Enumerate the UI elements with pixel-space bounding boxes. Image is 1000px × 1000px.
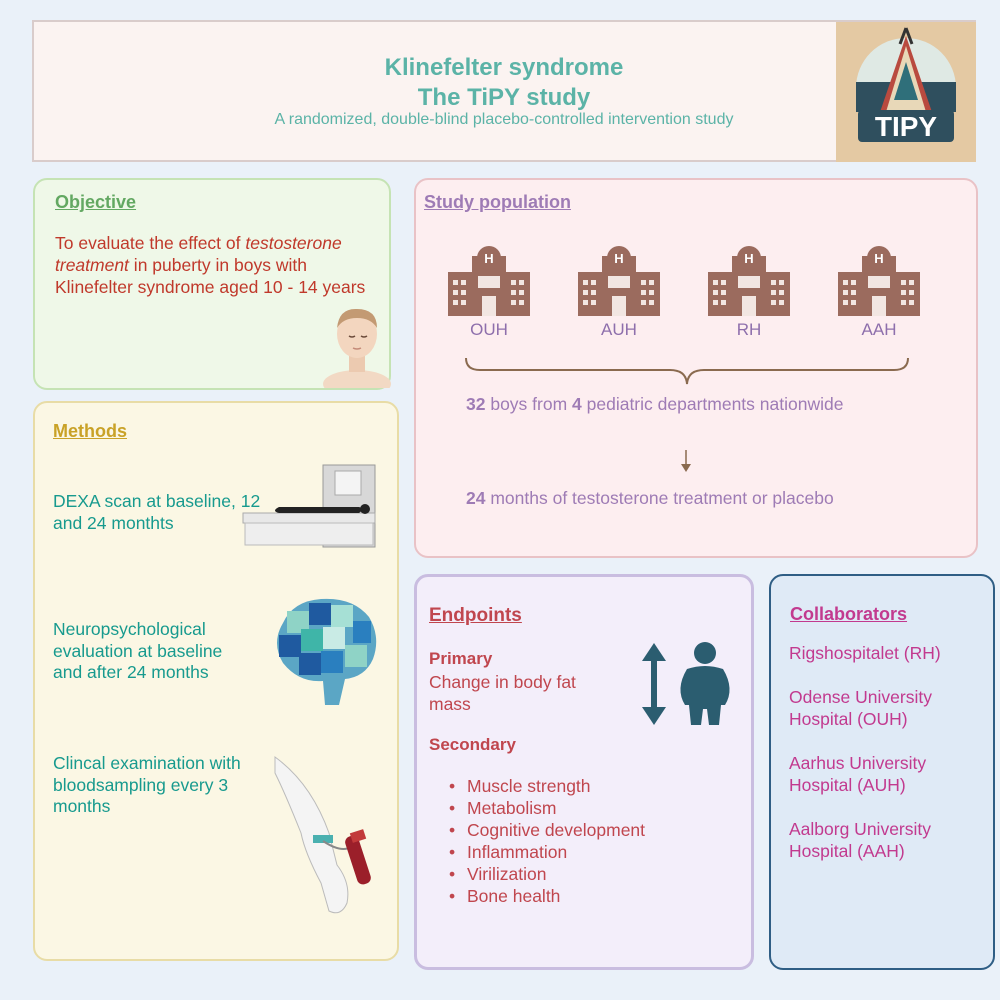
objective-panel: Objective To evaluate the effect of test… xyxy=(33,178,391,390)
secondary-list: Muscle strength Metabolism Cognitive dev… xyxy=(449,775,645,907)
boy-face-icon xyxy=(323,308,391,388)
collaborator-item: Rigshospitalet (RH) xyxy=(789,643,941,663)
study-population-panel: Study population H H H H OUH AUH RH AAH … xyxy=(414,178,978,558)
list-item: Bone health xyxy=(449,885,645,907)
objective-text: To evaluate the effect of testosterone t… xyxy=(55,232,375,298)
months-text: months of testosterone treatment or plac… xyxy=(485,488,834,508)
hospital-icon: H xyxy=(448,246,530,316)
svg-text:H: H xyxy=(744,251,753,266)
list-item: Metabolism xyxy=(449,797,645,819)
methods-panel: Methods DEXA scan at baseline, 12 and 24… xyxy=(33,401,399,961)
population-heading: Study population xyxy=(424,192,571,212)
method-item-dexa: DEXA scan at baseline, 12 and 24 monthts xyxy=(53,491,261,533)
boys-count: 32 xyxy=(466,394,486,414)
endpoints-heading: Endpoints xyxy=(429,605,522,626)
objective-text-part1: To evaluate the effect of xyxy=(55,233,246,253)
hospital-icon: H xyxy=(838,246,920,316)
department-text: pediatric departments nationwide xyxy=(581,394,844,414)
hospital-label: OUH xyxy=(470,320,508,339)
collaborators-panel: Collaborators Rigshospitalet (RH) Odense… xyxy=(769,574,995,970)
list-item: Cognitive development xyxy=(449,819,645,841)
treatment-duration: 24 months of testosterone treatment or p… xyxy=(466,488,834,509)
objective-text-part2: in puberty in boys with Klinefelter synd… xyxy=(55,255,366,297)
method-item-clinical: Clincal examination with bloodsampling e… xyxy=(53,753,241,816)
department-count: 4 xyxy=(572,394,582,414)
secondary-label: Secondary xyxy=(429,735,516,754)
objective-heading: Objective xyxy=(55,192,137,212)
logo-text: TIPY xyxy=(875,111,938,142)
boys-text: boys from xyxy=(485,394,573,414)
subtitle: A randomized, double-blind placebo-contr… xyxy=(274,111,734,128)
tipy-logo: TIPY xyxy=(836,22,976,162)
collaborators-heading: Collaborators xyxy=(790,604,908,624)
hospital-icon: H xyxy=(708,246,790,316)
list-item: Virilization xyxy=(449,863,645,885)
body-weight-change-icon xyxy=(642,642,730,725)
methods-heading: Methods xyxy=(53,421,127,441)
svg-text:H: H xyxy=(484,251,493,266)
blood-sampling-arm-icon xyxy=(274,756,371,914)
title-line-2: The TiPY study xyxy=(417,84,591,111)
collaborator-item: Aalborg University Hospital (AAH) xyxy=(789,819,931,861)
list-item: Muscle strength xyxy=(449,775,645,797)
header-banner: Klinefelter syndrome The TiPY study A ra… xyxy=(32,20,976,162)
months-count: 24 xyxy=(466,488,486,508)
title-line-1: Klinefelter syndrome xyxy=(384,54,624,81)
brain-puzzle-icon xyxy=(277,598,377,705)
svg-text:H: H xyxy=(614,251,623,266)
objective-text-italic: testosterone treatment xyxy=(55,233,342,275)
curly-brace xyxy=(465,357,909,385)
endpoints-panel: Endpoints Primary Change in body fat mas… xyxy=(414,574,754,970)
method-item-neuro: Neuropsychological evaluation at baselin… xyxy=(53,619,223,682)
dexa-scanner-icon xyxy=(242,464,376,548)
hospital-icon: H xyxy=(578,246,660,316)
hospital-label: RH xyxy=(736,320,762,339)
boys-summary: 32 boys from 4 pediatric departments nat… xyxy=(466,394,843,415)
hospital-label: AUH xyxy=(601,320,637,339)
collaborator-item: Odense University Hospital (OUH) xyxy=(789,687,932,729)
svg-text:H: H xyxy=(874,251,883,266)
primary-text: Change in body fat mass xyxy=(429,672,576,714)
collaborator-item: Aarhus University Hospital (AUH) xyxy=(789,753,927,795)
hospital-label: AAH xyxy=(861,320,897,339)
list-item: Inflammation xyxy=(449,841,645,863)
primary-label: Primary xyxy=(429,649,493,668)
arrow-down-icon xyxy=(681,450,691,472)
